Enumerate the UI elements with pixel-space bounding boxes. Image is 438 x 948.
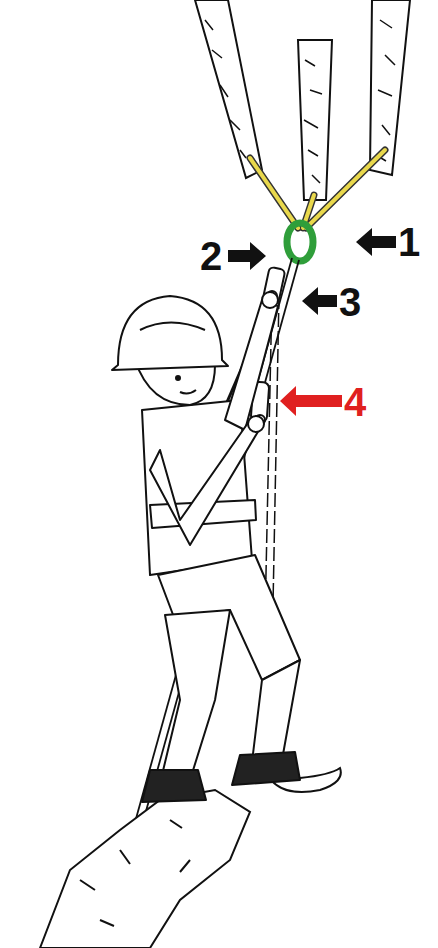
callout-number: 4 xyxy=(344,382,366,422)
boot xyxy=(232,752,300,785)
sling xyxy=(250,158,298,228)
helmet xyxy=(112,296,228,370)
lower-leg xyxy=(252,660,300,762)
tree-branch xyxy=(195,0,262,178)
hand xyxy=(262,292,278,308)
callout-arrow xyxy=(280,386,342,416)
leg xyxy=(162,610,230,780)
tree-branch xyxy=(370,0,410,175)
climber xyxy=(112,292,300,802)
bark-line xyxy=(205,20,246,158)
bark-texture xyxy=(205,20,395,183)
tree-trunk xyxy=(298,40,332,200)
rock-texture xyxy=(80,820,190,926)
sling-outline xyxy=(306,150,385,228)
eye xyxy=(176,376,180,380)
sling-outline xyxy=(250,158,298,228)
sling xyxy=(306,150,385,228)
helmet-seam xyxy=(140,323,205,331)
ground-rock xyxy=(40,790,250,948)
callout-number: 1 xyxy=(398,222,420,262)
callout-number: 3 xyxy=(339,282,361,322)
yellow-sling xyxy=(250,150,385,228)
rock xyxy=(40,790,250,948)
bark-line xyxy=(304,60,322,183)
mouth xyxy=(180,390,196,394)
callout-arrow xyxy=(228,242,266,270)
arm xyxy=(150,420,262,545)
arm xyxy=(225,300,278,430)
callout-arrows xyxy=(228,228,396,416)
bark-line xyxy=(376,20,395,161)
tree xyxy=(195,0,410,200)
carabiner xyxy=(287,223,313,261)
callout-arrow xyxy=(302,287,337,315)
hand xyxy=(248,416,264,432)
callout-number: 2 xyxy=(200,236,222,276)
boot xyxy=(142,770,206,802)
callout-arrow xyxy=(356,228,396,256)
